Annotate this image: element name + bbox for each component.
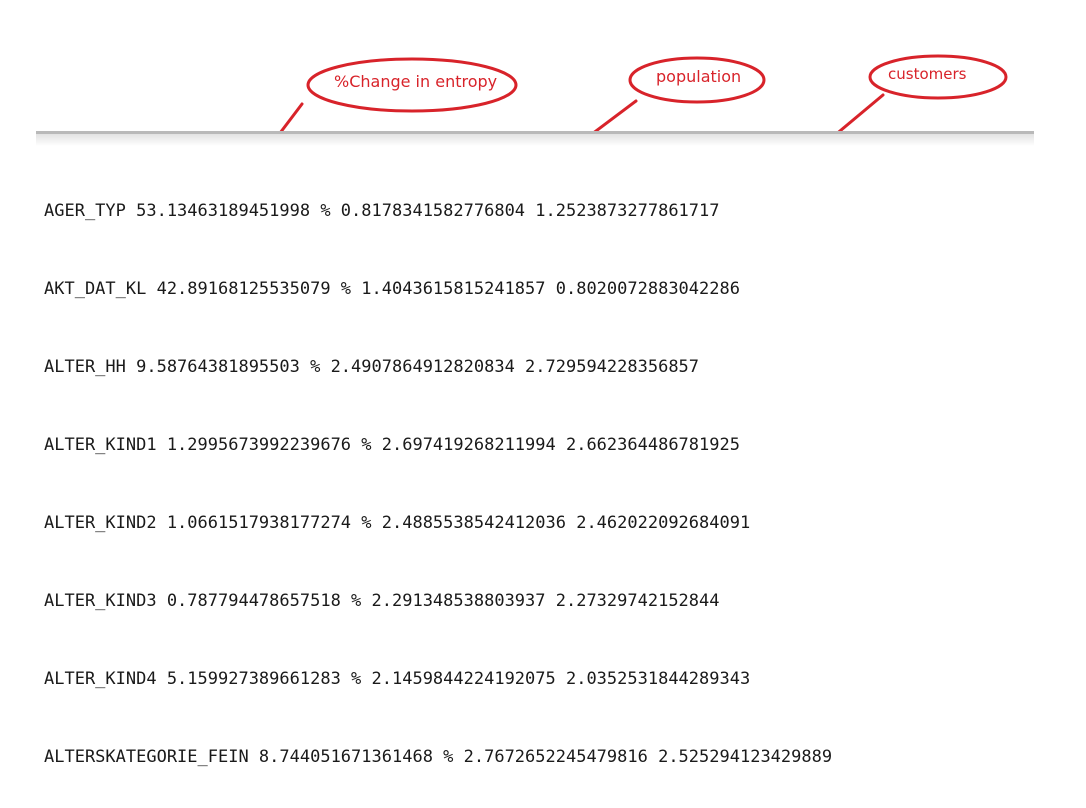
output-line: AGER_TYP 53.13463189451998 % 0.817834158…: [44, 201, 720, 221]
output-line: ALTER_KIND1 1.2995673992239676 % 2.69741…: [44, 435, 740, 455]
entropy-annotation-ellipse: [306, 57, 518, 113]
customers-annotation-ellipse: [868, 54, 1008, 100]
population-annotation-ellipse: [628, 56, 766, 104]
console-output: AGER_TYP 53.13463189451998 % 0.817834158…: [44, 146, 832, 808]
output-line: AKT_DAT_KL 42.89168125535079 % 1.4043615…: [44, 279, 740, 299]
customers-annotation-label: customers: [888, 65, 967, 83]
output-line: ALTER_KIND2 1.0661517938177274 % 2.48855…: [44, 513, 751, 533]
screenshot-canvas: %Change in entropy population customers …: [36, 54, 1034, 767]
output-line: ALTER_KIND4 5.159927389661283 % 2.145984…: [44, 669, 751, 689]
output-line: ALTER_HH 9.58764381895503 % 2.4907864912…: [44, 357, 700, 377]
output-line: ALTER_KIND3 0.787794478657518 % 2.291348…: [44, 591, 720, 611]
output-divider-shadow: [36, 134, 1034, 146]
output-line: ALTERSKATEGORIE_FEIN 8.744051671361468 %…: [44, 747, 833, 767]
entropy-annotation-label: %Change in entropy: [334, 72, 498, 91]
output-divider: [36, 131, 1034, 134]
population-annotation-label: population: [656, 67, 742, 86]
